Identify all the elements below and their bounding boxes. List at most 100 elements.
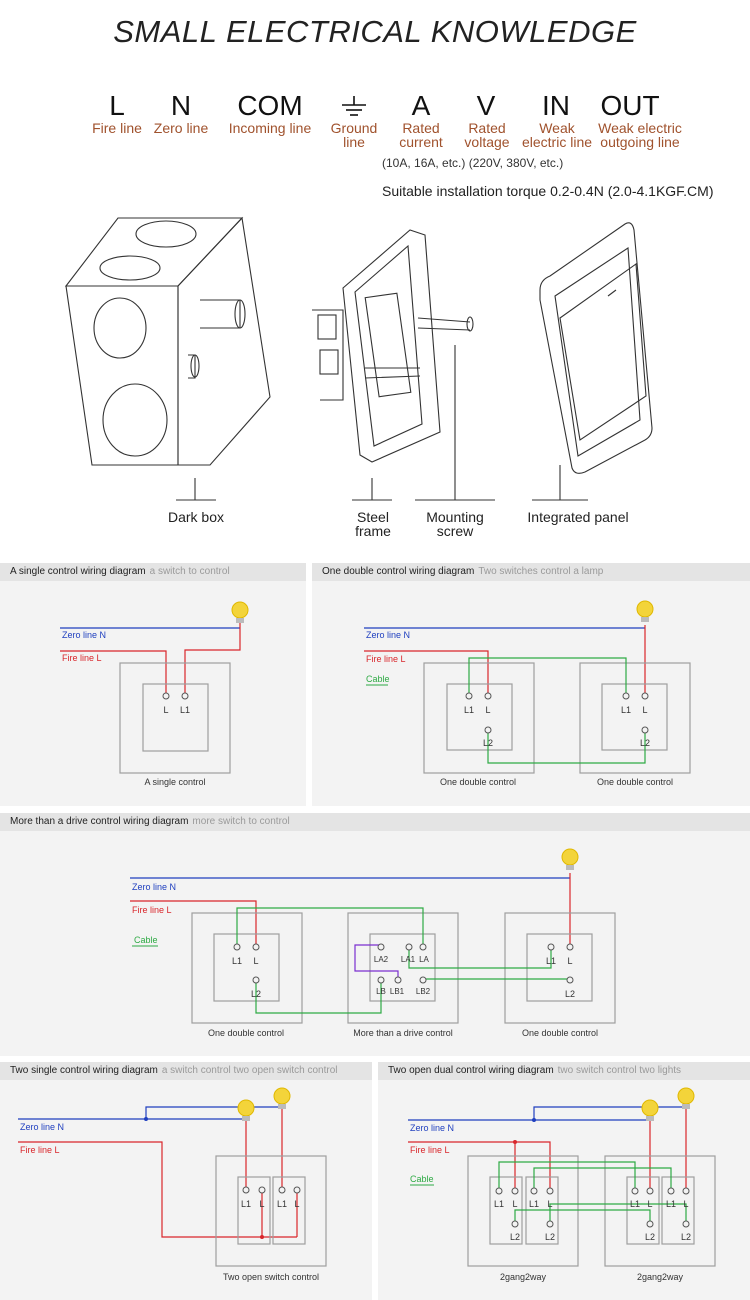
junction-dot	[260, 1235, 264, 1239]
multi-control-diagram: Zero line N Fire line L Cable L1 L L2	[130, 848, 616, 1038]
torque-note: Suitable installation torque 0.2-0.4N (2…	[382, 183, 714, 199]
ground-icon	[342, 96, 366, 116]
terminal-label-l1: L1	[621, 705, 631, 715]
symbol-v: V	[476, 90, 496, 121]
terminal-label-l: L	[683, 1199, 688, 1209]
terminal-label-l: L	[485, 705, 490, 715]
cable-l1	[468, 657, 627, 693]
fire-line	[130, 900, 257, 945]
panel-subtitle: more switch to control	[192, 816, 290, 827]
panel-title: Two open dual control wiring diagram	[388, 1065, 554, 1076]
terminal-label-l: L	[294, 1199, 299, 1209]
terminal-label-l2: L2	[545, 1232, 555, 1242]
terminal-label-l1: L1	[277, 1199, 287, 1209]
fire-line	[408, 1141, 551, 1189]
terminal-label-l: L	[512, 1199, 517, 1209]
panel-subtitle: a switch to control	[149, 566, 230, 577]
terminal-lb2	[419, 976, 427, 984]
junction-dot	[532, 1118, 536, 1122]
panel-caption: Two open switch control	[223, 1272, 319, 1282]
fire-line-label: Fire line L	[62, 653, 102, 663]
double-control-diagram: Zero line N Fire line L Cable L1 L L2 L1…	[364, 600, 691, 787]
terminal-label-l1: L1	[494, 1199, 504, 1209]
terminal-l2	[641, 726, 649, 734]
two-single-control-diagram: Zero line N Fire line L L1 L L1 L Two	[18, 1087, 327, 1282]
zero-line-label: Zero line N	[410, 1123, 454, 1133]
symbol-n: N	[170, 90, 192, 121]
terminal-l	[162, 692, 170, 700]
fire-line-label: Fire line L	[132, 905, 172, 915]
panel-title: One double control wiring diagram	[322, 566, 475, 577]
switch-plate-left	[467, 1155, 579, 1267]
switch-module-right	[601, 683, 668, 751]
terminal-l1	[495, 1187, 503, 1195]
terminal-label-lb2: LB2	[416, 987, 431, 996]
terminal-label-la: LA	[419, 955, 429, 964]
panel-caption-right: One double control	[522, 1028, 598, 1038]
panel-caption-right: One double control	[597, 777, 673, 787]
fire-line-label: Fire line L	[410, 1145, 450, 1155]
terminal-l	[258, 1186, 266, 1194]
cable-label: Cable	[134, 935, 158, 945]
rating-note: (10A, 16A, etc.) (220V, 380V, etc.)	[382, 156, 564, 170]
terminal-label-l1: L1	[232, 956, 242, 966]
dark-box-drawing	[64, 216, 271, 466]
terminal-l	[641, 692, 649, 700]
terminal-l1	[181, 692, 189, 700]
fire-line-label: Fire line L	[20, 1145, 60, 1155]
single-control-diagram: Zero line N Fire line L L L1 A single co…	[60, 601, 249, 787]
panel-caption-left: One double control	[440, 777, 516, 787]
panel-caption-middle: More than a drive control	[353, 1028, 453, 1038]
product-illustration	[64, 216, 653, 501]
lamp-icon	[231, 601, 249, 623]
switch-module-right	[272, 1176, 306, 1245]
cable-b-l1	[533, 1167, 672, 1189]
switch-module-left	[237, 1176, 271, 1245]
terminal-l1	[622, 692, 630, 700]
bridge-la2-lb1	[354, 944, 399, 979]
terminal-label-la2: LA2	[374, 955, 389, 964]
terminal-l2	[682, 1220, 690, 1228]
terminal-label-l: L	[567, 956, 572, 966]
cable-l2-lb	[255, 979, 382, 1014]
part-label-mounting-screw: Mounting screw	[426, 509, 484, 539]
panel-subtitle: a switch control two open switch control	[161, 1065, 338, 1076]
integrated-panel-drawing	[539, 222, 653, 474]
junction-dot	[513, 1140, 517, 1144]
lamp-icon	[561, 848, 579, 870]
terminal-label-l1: L1	[241, 1199, 251, 1209]
symbol-out: OUT	[600, 90, 660, 121]
terminal-l1	[233, 943, 241, 951]
cable-label: Cable	[366, 674, 390, 684]
main-title: SMALL ELECTRICAL KNOWLEDGE	[113, 14, 637, 49]
terminal-label-l1: L1	[666, 1199, 676, 1209]
terminal-la2	[377, 943, 385, 951]
terminal-label-l: L	[642, 705, 647, 715]
terminal-label-lb: LB	[376, 987, 386, 996]
symbol-in: IN	[542, 90, 570, 121]
terminal-l1	[667, 1187, 675, 1195]
panel-caption-left: One double control	[208, 1028, 284, 1038]
steel-frame-drawing	[312, 229, 474, 463]
symbol-ground-label: Ground line	[330, 120, 378, 150]
terminal-l2	[511, 1220, 519, 1228]
zero-line	[18, 1106, 282, 1120]
symbol-com-label: Incoming line	[228, 120, 312, 136]
zero-line	[408, 1106, 686, 1121]
panel-subtitle: Two switches control a lamp	[478, 566, 604, 577]
panel-header: More than a drive control wiring diagram…	[0, 813, 750, 831]
cable-label: Cable	[410, 1174, 434, 1184]
terminal-label-l2: L2	[483, 738, 493, 748]
terminal-l	[484, 692, 492, 700]
cable-b-l2	[549, 1203, 687, 1222]
terminal-label-l: L	[547, 1199, 552, 1209]
terminal-label-l2: L2	[251, 989, 261, 999]
part-label-dark-box: Dark box	[167, 509, 225, 525]
symbol-v-label: Rated voltage	[464, 120, 510, 150]
terminal-l	[252, 943, 260, 951]
terminal-label-l: L	[163, 705, 168, 715]
